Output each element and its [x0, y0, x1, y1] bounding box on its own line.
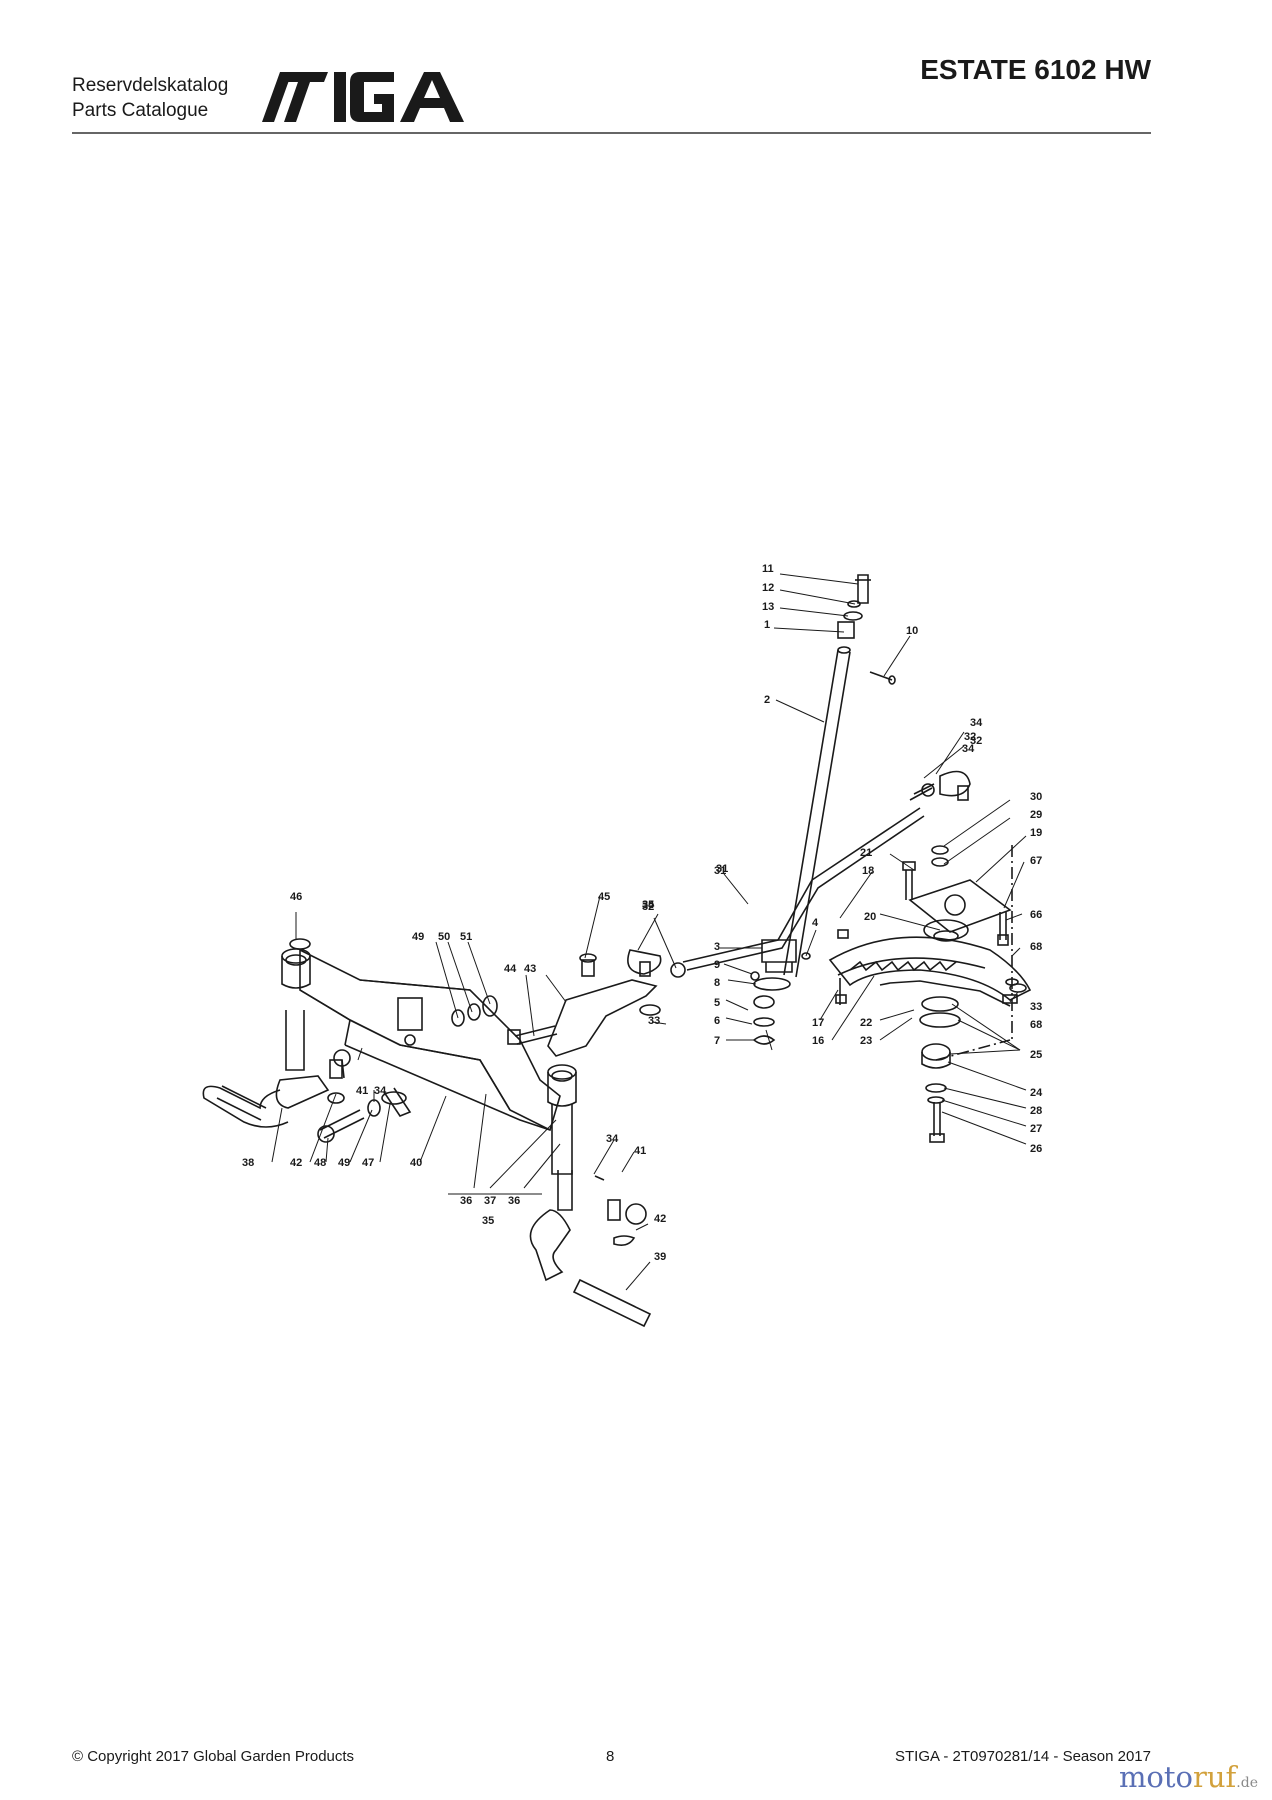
part-label: 19 — [1030, 827, 1042, 839]
part-label: 3 — [714, 941, 720, 953]
front-axle — [299, 948, 561, 1132]
drag-link — [627, 770, 971, 978]
part-label: 39 — [654, 1251, 666, 1263]
part-label: 2 — [764, 694, 770, 706]
part-label: 46 — [290, 891, 302, 903]
part-label: 42 — [290, 1157, 302, 1169]
part-label: 43 — [524, 963, 536, 975]
part-label: 66 — [1030, 909, 1042, 921]
part-label: 47 — [362, 1157, 374, 1169]
part-label: 41 — [356, 1085, 368, 1097]
part-label: 12 — [762, 582, 774, 594]
part-label: 67 — [1030, 855, 1042, 867]
part-label: 45 — [598, 891, 610, 903]
part-label: 32 — [642, 901, 654, 913]
part-number-labels: 11 12 13 1 10 2 34 32 30 29 19 67 66 68 … — [242, 563, 1043, 1263]
part-label: 51 — [460, 931, 472, 943]
part-label: 27 — [1030, 1123, 1042, 1135]
part-label: 32 — [964, 731, 976, 743]
pivot-stack — [919, 845, 1013, 1143]
part-label: 68 — [1030, 1019, 1042, 1031]
part-label: 8 — [714, 977, 720, 989]
right-spindle — [529, 1064, 652, 1328]
part-label: 29 — [1030, 809, 1042, 821]
leader-lines — [271, 573, 1027, 1291]
part-label: 34 — [374, 1085, 387, 1097]
part-label: 35 — [482, 1215, 494, 1227]
part-label: 24 — [1030, 1087, 1043, 1099]
part-label: 44 — [504, 963, 517, 975]
part-label: 49 — [338, 1157, 350, 1169]
part-label: 6 — [714, 1015, 720, 1027]
part-label: 30 — [1030, 791, 1042, 803]
watermark-logo: motoruf.de — [1119, 1760, 1258, 1794]
document-reference: STIGA - 2T0970281/14 - Season 2017 — [894, 1748, 1151, 1765]
part-label: 49 — [412, 931, 424, 943]
part-label: 42 — [654, 1213, 666, 1225]
part-label: 50 — [438, 931, 450, 943]
part-label: 7 — [714, 1035, 720, 1047]
part-label: 34 — [642, 899, 655, 911]
part-label: 32 — [970, 735, 982, 747]
stiga-logo — [262, 72, 464, 122]
part-label: 21 — [860, 847, 872, 859]
part-label: 35 — [642, 899, 654, 911]
part-label: 38 — [242, 1157, 254, 1169]
part-label: 68 — [1030, 941, 1042, 953]
left-spindle — [202, 948, 412, 1143]
header-rule — [72, 132, 1151, 134]
part-label: 28 — [1030, 1105, 1042, 1117]
part-label: 41 — [634, 1145, 646, 1157]
catalog-title-english: Parts Catalogue — [72, 100, 209, 121]
bracket-assembly — [289, 938, 661, 1057]
part-label: 33 — [648, 1015, 660, 1027]
part-label: 37 — [484, 1195, 496, 1207]
part-label: 10 — [906, 625, 918, 637]
pinion-assembly — [750, 939, 811, 1045]
part-label: 18 — [862, 865, 874, 877]
part-label: 36 — [460, 1195, 472, 1207]
part-label: 34 — [606, 1133, 619, 1145]
part-label: 36 — [508, 1195, 520, 1207]
watermark-part: ruf — [1193, 1760, 1237, 1794]
part-label: 16 — [812, 1035, 824, 1047]
steering-sector — [828, 879, 1032, 1007]
part-label: 48 — [314, 1157, 326, 1169]
part-label: 4 — [812, 917, 819, 929]
misc-fasteners — [835, 845, 1019, 1005]
watermark-part: moto — [1118, 1760, 1194, 1794]
diagram-drawing — [202, 574, 1032, 1328]
part-label: 23 — [860, 1035, 872, 1047]
part-label: 34 — [962, 743, 975, 755]
part-label: 9 — [714, 959, 720, 971]
model-name: ESTATE 6102 HW — [920, 54, 1151, 85]
catalog-title-swedish: Reservdelskatalog — [72, 75, 229, 96]
part-label: 22 — [860, 1017, 872, 1029]
part-label: 33 — [1030, 1001, 1042, 1013]
part-label: 20 — [864, 911, 876, 923]
page-number: 8 — [606, 1748, 615, 1765]
steering-column — [783, 574, 896, 978]
part-label: 31 — [716, 863, 728, 875]
part-label: 17 — [812, 1017, 824, 1029]
catalog-title: Reservdelskatalog Parts Catalogue — [72, 73, 228, 123]
part-label: 11 — [762, 563, 774, 575]
part-label: 1 — [764, 619, 770, 631]
part-label: 13 — [762, 601, 774, 613]
watermark-part: .de — [1236, 1775, 1258, 1791]
copyright-notice: © Copyright 2017 Global Garden Products — [72, 1748, 355, 1765]
part-label: 34 — [970, 717, 983, 729]
part-label: 31 — [714, 865, 726, 877]
part-label: 40 — [410, 1157, 422, 1169]
part-label: 5 — [714, 997, 720, 1009]
part-label: 25 — [1030, 1049, 1042, 1061]
part-label: 26 — [1030, 1143, 1042, 1155]
